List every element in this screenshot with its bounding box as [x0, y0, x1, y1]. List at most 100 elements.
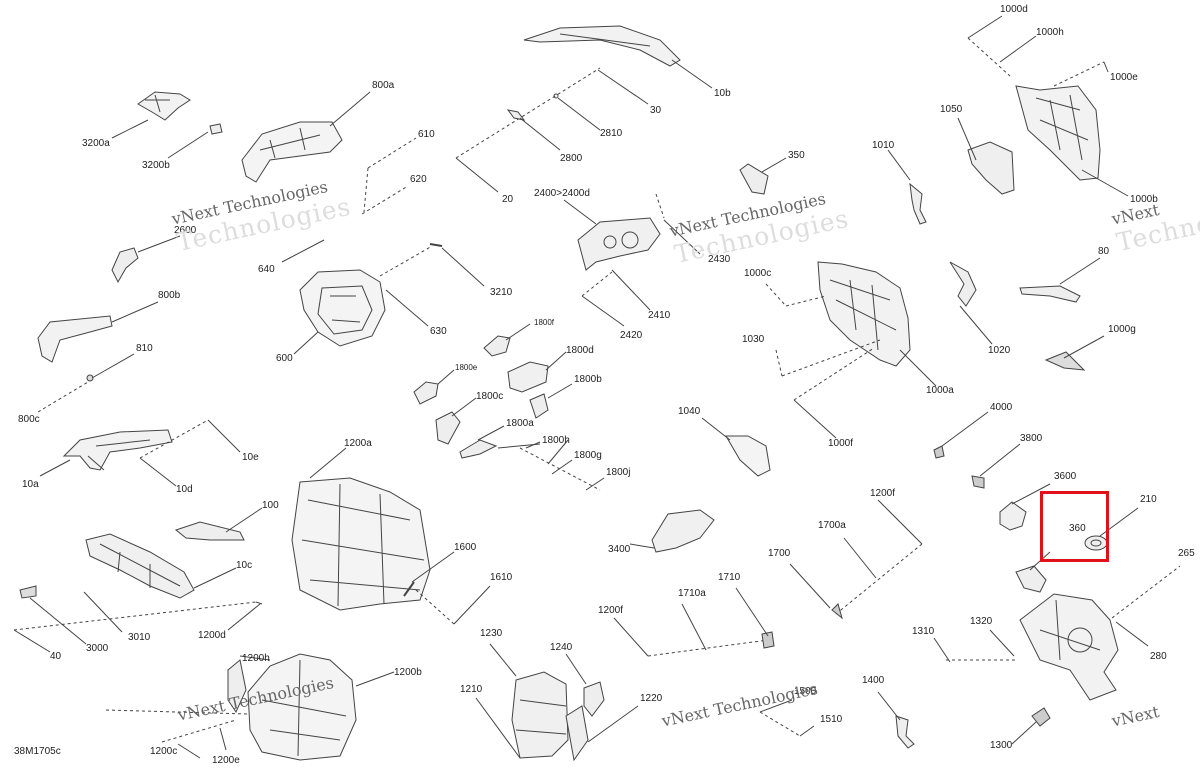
- part-800a: [241, 121, 343, 183]
- part-1320: [1019, 593, 1119, 701]
- label-1310: 1310: [912, 626, 935, 637]
- label-1300: 1300: [990, 740, 1013, 751]
- label-1240: 1240: [550, 642, 573, 653]
- label-810: 810: [136, 343, 153, 354]
- part-1200b: [247, 653, 357, 761]
- label-1000g: 1000g: [1108, 324, 1136, 335]
- label-3200a: 3200a: [82, 138, 110, 149]
- label-40: 40: [50, 651, 62, 662]
- label-1200b: 1200b: [394, 667, 422, 678]
- label-1700: 1700: [768, 548, 791, 559]
- label-1800f: 1800f: [534, 318, 555, 327]
- label-630: 630: [430, 326, 447, 337]
- label-1200e: 1200e: [212, 755, 240, 766]
- label-10a: 10a: [22, 479, 39, 490]
- label-2430: 2430: [708, 254, 731, 265]
- label-3010: 3010: [128, 632, 151, 643]
- label-1000e: 1000e: [1110, 72, 1138, 83]
- label-800b: 800b: [158, 290, 181, 301]
- label-1800j: 1800j: [606, 467, 631, 478]
- label-1230: 1230: [480, 628, 503, 639]
- label-2420: 2420: [620, 330, 643, 341]
- label-1050: 1050: [940, 104, 963, 115]
- part-2400: [577, 217, 661, 271]
- label-3000: 3000: [86, 643, 109, 654]
- label-800a: 800a: [372, 80, 395, 91]
- label-1220: 1220: [640, 693, 663, 704]
- label-1010: 1010: [872, 140, 895, 151]
- label-10e: 10e: [242, 452, 259, 463]
- part-1000b: [1015, 85, 1101, 181]
- label-1200f-2: 1200f: [598, 605, 624, 616]
- label-2800: 2800: [560, 153, 583, 164]
- label-1800c: 1800c: [476, 391, 504, 402]
- part-1000a: [817, 261, 911, 367]
- diagram-code: 38M1705c: [14, 746, 61, 757]
- part-3600: [999, 501, 1027, 531]
- label-280: 280: [1150, 651, 1167, 662]
- label-20: 20: [502, 194, 514, 205]
- label-1800e: 1800e: [455, 363, 478, 372]
- label-3400: 3400: [608, 544, 631, 555]
- label-1000h: 1000h: [1036, 27, 1064, 38]
- label-350: 350: [788, 150, 805, 161]
- part-600: [299, 269, 386, 347]
- label-1710: 1710: [718, 572, 741, 583]
- highlight-box-360[interactable]: 360: [1040, 491, 1109, 562]
- label-2400: 2400>2400d: [534, 188, 590, 199]
- label-1200f: 1200f: [870, 488, 896, 499]
- label-1040: 1040: [678, 406, 701, 417]
- label-1500: 1500: [794, 686, 817, 697]
- label-3200b: 3200b: [142, 160, 170, 171]
- label-1510: 1510: [820, 714, 843, 725]
- part-10a: [62, 429, 173, 471]
- label-1610: 1610: [490, 572, 513, 583]
- label-1400: 1400: [862, 675, 885, 686]
- label-610: 610: [418, 129, 435, 140]
- label-2410: 2410: [648, 310, 671, 321]
- label-1000b: 1000b: [1130, 194, 1158, 205]
- label-1200d: 1200d: [198, 630, 226, 641]
- label-800c: 800c: [18, 414, 40, 425]
- label-265: 265: [1178, 548, 1195, 559]
- label-1800d: 1800d: [566, 345, 594, 356]
- label-620: 620: [410, 174, 427, 185]
- label-3800: 3800: [1020, 433, 1043, 444]
- label-1700a: 1700a: [818, 520, 846, 531]
- label-1200a: 1200a: [344, 438, 372, 449]
- label-1600: 1600: [454, 542, 477, 553]
- label-2810: 2810: [600, 128, 623, 139]
- part-1200a: [291, 477, 431, 611]
- label-100: 100: [262, 500, 279, 511]
- label-3600: 3600: [1054, 471, 1077, 482]
- label-1210: 1210: [460, 684, 483, 695]
- label-10c: 10c: [236, 560, 253, 571]
- label-1710a: 1710a: [678, 588, 706, 599]
- label-1200h: 1200h: [242, 653, 270, 664]
- label-1000f: 1000f: [828, 438, 854, 449]
- label-1000c: 1000c: [744, 268, 772, 279]
- label-10b: 10b: [714, 88, 731, 99]
- label-1800g: 1800g: [574, 450, 602, 461]
- label-1020: 1020: [988, 345, 1011, 356]
- label-1800h: 1800h: [542, 435, 570, 446]
- label-1800a: 1800a: [506, 418, 534, 429]
- label-4000: 4000: [990, 402, 1013, 413]
- label-1000d: 1000d: [1000, 4, 1028, 15]
- label-3210: 3210: [490, 287, 513, 298]
- label-640: 640: [258, 264, 275, 275]
- part-10c: [85, 533, 195, 599]
- label-600: 600: [276, 353, 293, 364]
- label-10d: 10d: [176, 484, 193, 495]
- label-360: 360: [1069, 523, 1086, 534]
- part-3200a: [137, 91, 191, 121]
- label-1030: 1030: [742, 334, 765, 345]
- part-1210: [511, 671, 569, 759]
- label-210: 210: [1140, 494, 1157, 505]
- label-1200c: 1200c: [150, 746, 178, 757]
- label-1000a: 1000a: [926, 385, 954, 396]
- label-1800b: 1800b: [574, 374, 602, 385]
- label-30: 30: [650, 105, 662, 116]
